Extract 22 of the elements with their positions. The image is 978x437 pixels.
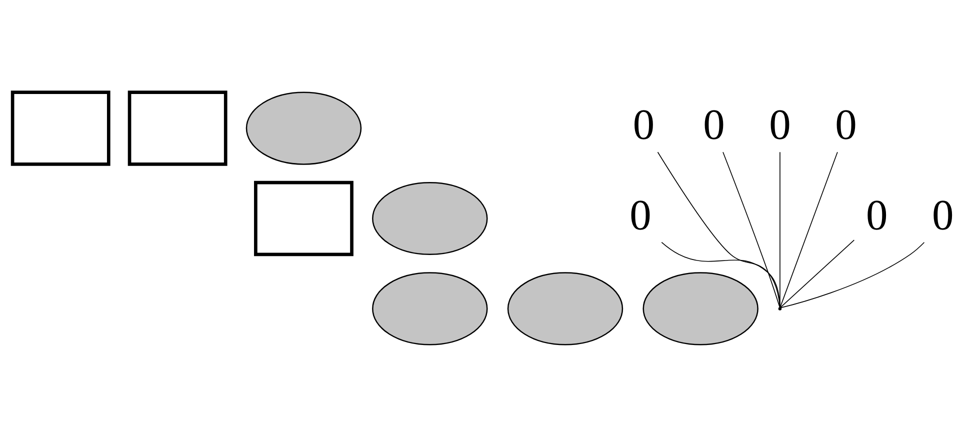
connector	[780, 240, 855, 308]
node-text: 0	[632, 101, 655, 150]
node-ellipse	[642, 272, 758, 346]
node-point	[778, 307, 782, 310]
node-text: 0	[866, 191, 888, 240]
node-ellipse	[507, 272, 624, 346]
node-text: 0	[769, 101, 791, 150]
connector	[722, 152, 780, 308]
node-text: 0	[630, 191, 652, 240]
node-text: 0	[932, 191, 954, 240]
connector	[657, 152, 780, 308]
node-ellipse	[372, 272, 488, 346]
node-box	[254, 180, 354, 256]
node-text: 0	[835, 101, 857, 150]
node-ellipse	[246, 92, 362, 165]
node-box	[128, 90, 228, 166]
connector	[780, 152, 838, 308]
connector	[780, 242, 925, 308]
node-box	[10, 90, 110, 166]
node-ellipse	[372, 182, 488, 256]
node-text: 0	[703, 101, 725, 150]
connector	[661, 242, 780, 308]
